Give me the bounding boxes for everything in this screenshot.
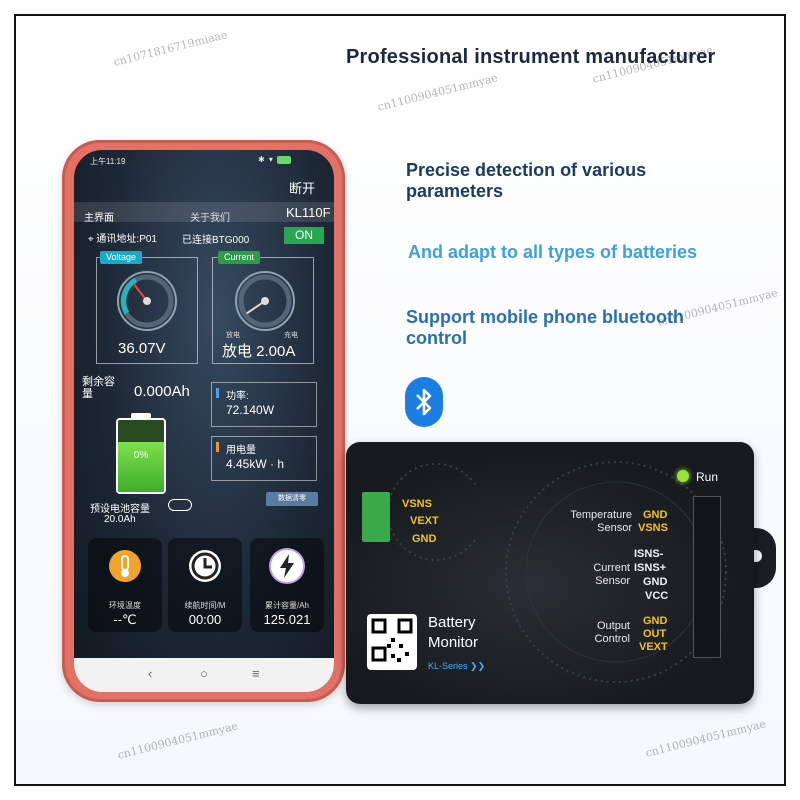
series-label: KL-Series ❯❯: [428, 661, 485, 672]
tab-main[interactable]: 主界面: [84, 213, 114, 224]
cur-term-gnd: GND: [643, 576, 668, 588]
cur-term-isns-plus: ISNS+: [634, 562, 667, 574]
cur-term-vcc: VCC: [645, 590, 669, 602]
battery-percent: 0%: [133, 450, 149, 461]
data-reset-button[interactable]: 数据清零: [266, 492, 318, 506]
comm-address: ⌖ 通讯地址:P01: [88, 230, 157, 245]
voltage-gauge: [117, 271, 177, 331]
qr-code-icon: [367, 614, 417, 670]
preset-toggle[interactable]: [168, 499, 192, 511]
temp-term-vsns: VSNS: [638, 522, 668, 534]
cumulative-label: 累计容量/Ah: [264, 601, 309, 610]
current-label: Current: [218, 251, 261, 264]
cumulative-tile: 累计容量/Ah 125.021: [250, 538, 324, 632]
current-panel: [212, 257, 314, 364]
feature-battery-types: And adapt to all types of batteries: [408, 242, 698, 262]
watermark: cn1100904051mmyae: [116, 719, 240, 762]
system-nav-bar: ‹ ○ ≡: [74, 658, 334, 692]
current-sensor-label: Current Sensor: [593, 562, 630, 587]
thermometer-icon: [109, 550, 141, 582]
cur-term-isns-minus: ISNS-: [634, 548, 664, 560]
location-pin-icon: ⌖: [88, 234, 94, 245]
watermark: cn1071816719miaae: [112, 28, 229, 69]
remaining-value: 0.000Ah: [134, 383, 190, 400]
duration-tile: 续航时间/M 00:00: [168, 538, 242, 632]
watermark: cn1100904051mmyae: [376, 71, 500, 114]
comm-address-text: 通讯地址:P01: [96, 234, 157, 245]
power-value: 72.140W: [226, 403, 275, 417]
series-text: KL-Series: [428, 661, 468, 671]
temperature-tile: 环境温度 --℃: [88, 538, 162, 632]
lightning-icon: [271, 550, 303, 582]
preset-capacity-value: 20.0Ah: [104, 514, 136, 525]
headline: Professional instrument manufacturer: [346, 46, 716, 68]
clock-icon: [189, 550, 221, 582]
tab-about[interactable]: 关于我们: [190, 213, 230, 224]
preset-capacity-label: 预设电池容量: [90, 504, 150, 515]
left-term-vsns: VSNS: [402, 498, 432, 510]
power-label: 功率:: [226, 391, 249, 402]
discharge-label: 放电: [226, 332, 240, 339]
temperature-label: 环境温度: [109, 601, 141, 610]
power-accent: [216, 388, 219, 398]
output-control-label: Output Control: [594, 620, 630, 645]
power-box: 功率: 72.140W: [211, 382, 317, 427]
energy-box: 用电量 4.45kW · h: [211, 436, 317, 481]
battery-cap: [131, 413, 151, 419]
left-term-vext: VEXT: [410, 515, 439, 527]
bluetooth-icon: [405, 377, 443, 427]
energy-label: 用电量: [226, 445, 256, 456]
feature-detection: Precise detection of various parameters: [406, 160, 647, 201]
terminal-block: [693, 496, 721, 658]
out-term-gnd: GND: [643, 615, 668, 627]
on-button[interactable]: ON: [284, 227, 324, 244]
status-icons: ✱ ▾: [258, 155, 292, 164]
voltage-panel: [96, 257, 198, 364]
current-gauge: [235, 271, 295, 331]
home-button[interactable]: ○: [200, 666, 208, 681]
voltage-value: 36.07V: [118, 340, 166, 357]
voltage-label: Voltage: [100, 251, 143, 264]
status-time: 上午11:19: [90, 157, 126, 166]
nav-bar: [74, 202, 334, 222]
temperature-value: --℃: [113, 612, 137, 627]
duration-value: 00:00: [188, 612, 222, 627]
green-terminal: [362, 492, 390, 542]
battery-icon: [116, 418, 166, 494]
battery-status-icon: [277, 155, 292, 164]
out-term-vext: VEXT: [639, 641, 668, 653]
remaining-label: 剩余容量: [82, 376, 115, 400]
disconnect-button[interactable]: 断开: [289, 181, 316, 196]
back-button[interactable]: ‹: [148, 666, 153, 681]
chevron-right-icon: ❯❯: [470, 661, 486, 671]
current-value: 放电 2.00A: [222, 343, 296, 360]
out-term-out: OUT: [643, 628, 667, 640]
duration-label: 续航时间/M: [184, 601, 226, 610]
battery-fill: [118, 441, 164, 492]
connection-status: 已连接BTG000: [182, 235, 250, 246]
phone-screen: 上午11:19 ✱ ▾ 断开 主界面 关于我们 KL110F ⌖ 通讯地址:P0…: [74, 150, 334, 692]
run-label: Run: [696, 470, 719, 484]
run-led: [677, 470, 689, 482]
device-model: KL110F: [286, 205, 331, 220]
energy-accent: [216, 442, 219, 452]
cumulative-value: 125.021: [263, 612, 311, 627]
energy-value: 4.45kW · h: [226, 457, 285, 471]
brand-monitor: Monitor: [428, 634, 479, 651]
left-term-gnd: GND: [412, 533, 437, 545]
feature-bluetooth: Support mobile phone bluetooth control: [406, 307, 684, 348]
temperature-sensor-label: Temperature Sensor: [570, 509, 632, 534]
temp-term-gnd: GND: [643, 509, 668, 521]
watermark: cn1100904051mmyae: [644, 717, 768, 760]
brand-battery: Battery: [428, 614, 476, 631]
menu-button[interactable]: ≡: [252, 666, 260, 681]
charge-label: 充电: [284, 332, 298, 339]
